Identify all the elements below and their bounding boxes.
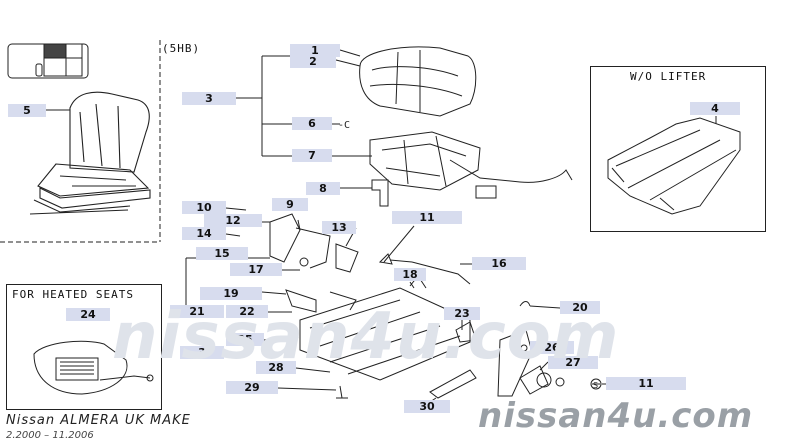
callout-16[interactable]: 16	[472, 257, 526, 270]
callout-11-bottom[interactable]: 11	[606, 377, 686, 390]
callout-18[interactable]: 18	[394, 268, 426, 281]
slide-rail-assembly-drawing	[269, 213, 602, 399]
callout-28[interactable]: 28	[256, 361, 296, 374]
svg-text:S: S	[593, 381, 598, 390]
variant-label: (5HB)	[162, 42, 201, 55]
seat-cushion-drawing	[359, 46, 477, 117]
callout-17[interactable]: 17	[230, 263, 282, 276]
wo-lifter-rails-drawing	[607, 117, 741, 215]
callout-4[interactable]: 4	[690, 102, 740, 115]
callout-25[interactable]: 25	[226, 333, 264, 346]
seat-assembly-drawing	[29, 91, 151, 215]
footer-model: Nissan ALMERA UK MAKE	[6, 413, 191, 428]
callout-29[interactable]: 29	[226, 381, 278, 394]
watermark: nissan4u.com	[478, 396, 754, 436]
callout-22[interactable]: 22	[226, 305, 268, 318]
callout-3-heated[interactable]: 3	[180, 346, 224, 359]
callout-9[interactable]: 9	[272, 198, 308, 211]
watermark-faint: nissan4u.com	[112, 300, 620, 374]
bracket-8-drawing	[371, 179, 389, 207]
callout-12[interactable]: 12	[204, 214, 262, 227]
wo-lifter-frame	[590, 66, 766, 232]
callout-6[interactable]: 6	[292, 117, 332, 130]
callout-27[interactable]: 27	[548, 356, 598, 369]
heated-pad-drawing	[33, 340, 154, 395]
footer-dates: 2.2000 – 11.2006	[6, 430, 94, 441]
callout-11-top[interactable]: 11	[392, 211, 462, 224]
callout-21[interactable]: 21	[170, 305, 224, 318]
callout-3[interactable]: 3	[182, 92, 236, 105]
wo-lifter-label: W/O LIFTER	[630, 70, 707, 83]
callout-5[interactable]: 5	[8, 104, 46, 117]
callout-2[interactable]: 2	[290, 55, 336, 68]
callout-19[interactable]: 19	[200, 287, 262, 300]
callout-26[interactable]: 26	[530, 341, 574, 354]
callout-20[interactable]: 20	[560, 301, 600, 314]
seat-position-icon	[7, 43, 89, 79]
callout-7[interactable]: 7	[292, 149, 332, 162]
callout-10[interactable]: 10	[182, 201, 226, 214]
callout-24[interactable]: 24	[66, 308, 110, 321]
svg-text:-C: -C	[338, 120, 350, 131]
heated-seats-label: FOR HEATED SEATS	[12, 288, 134, 301]
callout-30[interactable]: 30	[404, 400, 450, 413]
callout-1[interactable]: 1	[290, 44, 340, 57]
callout-23[interactable]: 23	[444, 307, 480, 320]
callout-14[interactable]: 14	[182, 227, 226, 240]
heated-seats-frame	[6, 284, 162, 410]
callout-8[interactable]: 8	[306, 182, 340, 195]
callout-13[interactable]: 13	[322, 221, 356, 234]
callout-15[interactable]: 15	[196, 247, 248, 260]
seat-pan-drawing	[369, 131, 573, 199]
